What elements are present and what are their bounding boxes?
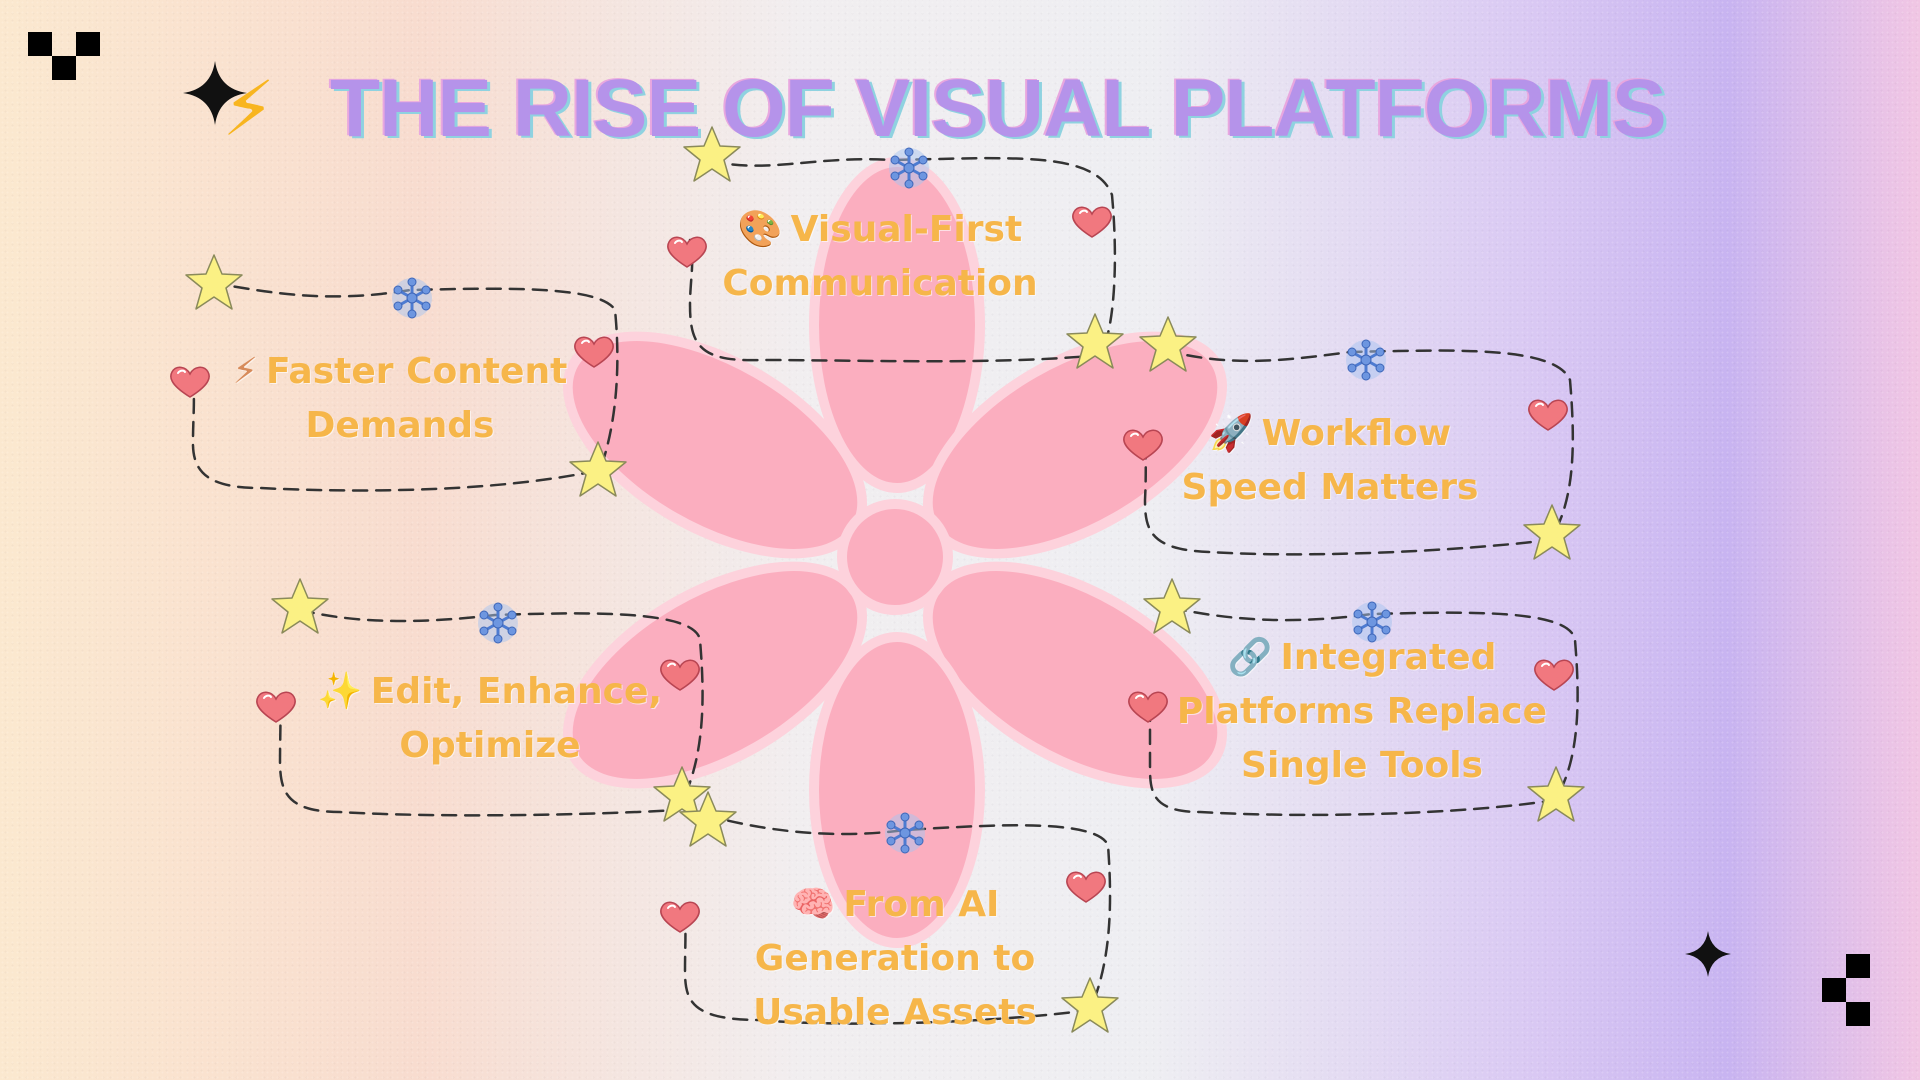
heart-icon <box>1527 399 1569 431</box>
title-lightning-icon: ⚡ <box>222 64 276 153</box>
snowflake-icon <box>1344 338 1388 382</box>
sparkle-icon <box>1685 931 1731 977</box>
star-icon <box>1523 504 1581 560</box>
node-visual-first: 🎨Visual-First Communication <box>722 209 1038 304</box>
pixel-corner-top-left <box>28 32 100 80</box>
petal <box>923 331 1227 559</box>
connector-visual-first <box>688 156 1117 363</box>
snowflake-icon <box>390 276 434 320</box>
petal <box>563 331 867 559</box>
node-integrated-platforms: 🔗Integrated Platforms Replace Single Too… <box>1176 637 1548 786</box>
link-icon: 🔗 <box>1227 637 1273 678</box>
lightning-icon: ⚡ <box>232 351 258 392</box>
node-edit-enhance: ✨Edit, Enhance, Optimize <box>317 671 663 766</box>
brain-icon: 🧠 <box>790 884 836 925</box>
petal <box>809 157 985 493</box>
heart-icon <box>255 691 297 723</box>
snowflake-icon <box>887 146 931 190</box>
heart-icon <box>1071 206 1113 238</box>
petal <box>809 632 985 948</box>
star-icon <box>271 578 329 634</box>
node-faster-content: ⚡Faster Content Demands <box>232 351 568 446</box>
snowflake-icon <box>883 811 927 855</box>
palette-icon: 🎨 <box>737 209 783 250</box>
star-icon <box>683 126 741 182</box>
sparkles-icon: ✨ <box>317 671 363 712</box>
snowflake-icon <box>476 601 520 645</box>
petal <box>563 561 867 789</box>
sparkle-icon <box>183 61 247 125</box>
page-title: THE RISE OF VISUAL PLATFORMS <box>330 63 1667 154</box>
node-workflow-speed: 🚀Workflow Speed Matters <box>1181 413 1479 508</box>
rocket-icon: 🚀 <box>1208 413 1254 454</box>
star-icon <box>185 254 243 310</box>
heart-icon <box>169 366 211 398</box>
pixel-corner-bottom-right <box>1822 954 1870 1026</box>
node-ai-generation: 🧠From AI Generation to Usable Assets <box>753 884 1037 1033</box>
